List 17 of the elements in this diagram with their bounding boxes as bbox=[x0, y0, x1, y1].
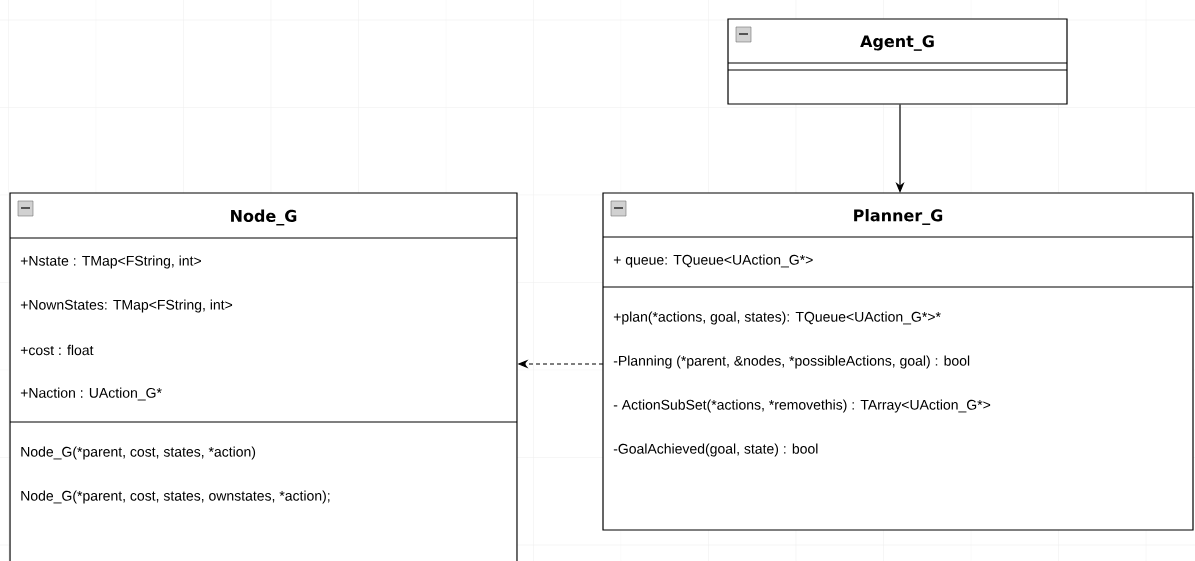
member-text: +plan(*actions, goal, states): TQueue<UAction_G*>* bbox=[613, 311, 941, 325]
member-text: +Nstate : TMap<FString, int> bbox=[20, 255, 201, 269]
member-text: -GoalAchieved(goal, state) : bool bbox=[613, 443, 818, 457]
class-name: Node_G bbox=[231, 209, 297, 226]
member-text: -Planning (*parent, &nodes, *possibleActions, goal) : bool bbox=[613, 355, 970, 369]
class-box bbox=[9, 192, 518, 561]
class-box bbox=[727, 18, 1068, 105]
member-text: Node_G(*parent, cost, states, *action) bbox=[21, 446, 256, 460]
class-name: Planner_G bbox=[854, 209, 943, 225]
member-text: +Naction : UAction_G* bbox=[20, 387, 162, 401]
member-text: +NownStates: TMap<FString, int> bbox=[20, 299, 233, 313]
class-box bbox=[602, 192, 1194, 531]
member-text: + queue: TQueue<UAction_G*> bbox=[613, 254, 813, 268]
class-name: Agent_G bbox=[860, 35, 934, 51]
member-text: Node_G(*parent, cost, states, ownstates, *action); bbox=[21, 490, 330, 504]
member-text: +cost : float bbox=[20, 344, 94, 356]
member-text: - ActionSubSet(*actions, *removethis) : TArray<UAction_G*> bbox=[613, 399, 991, 413]
